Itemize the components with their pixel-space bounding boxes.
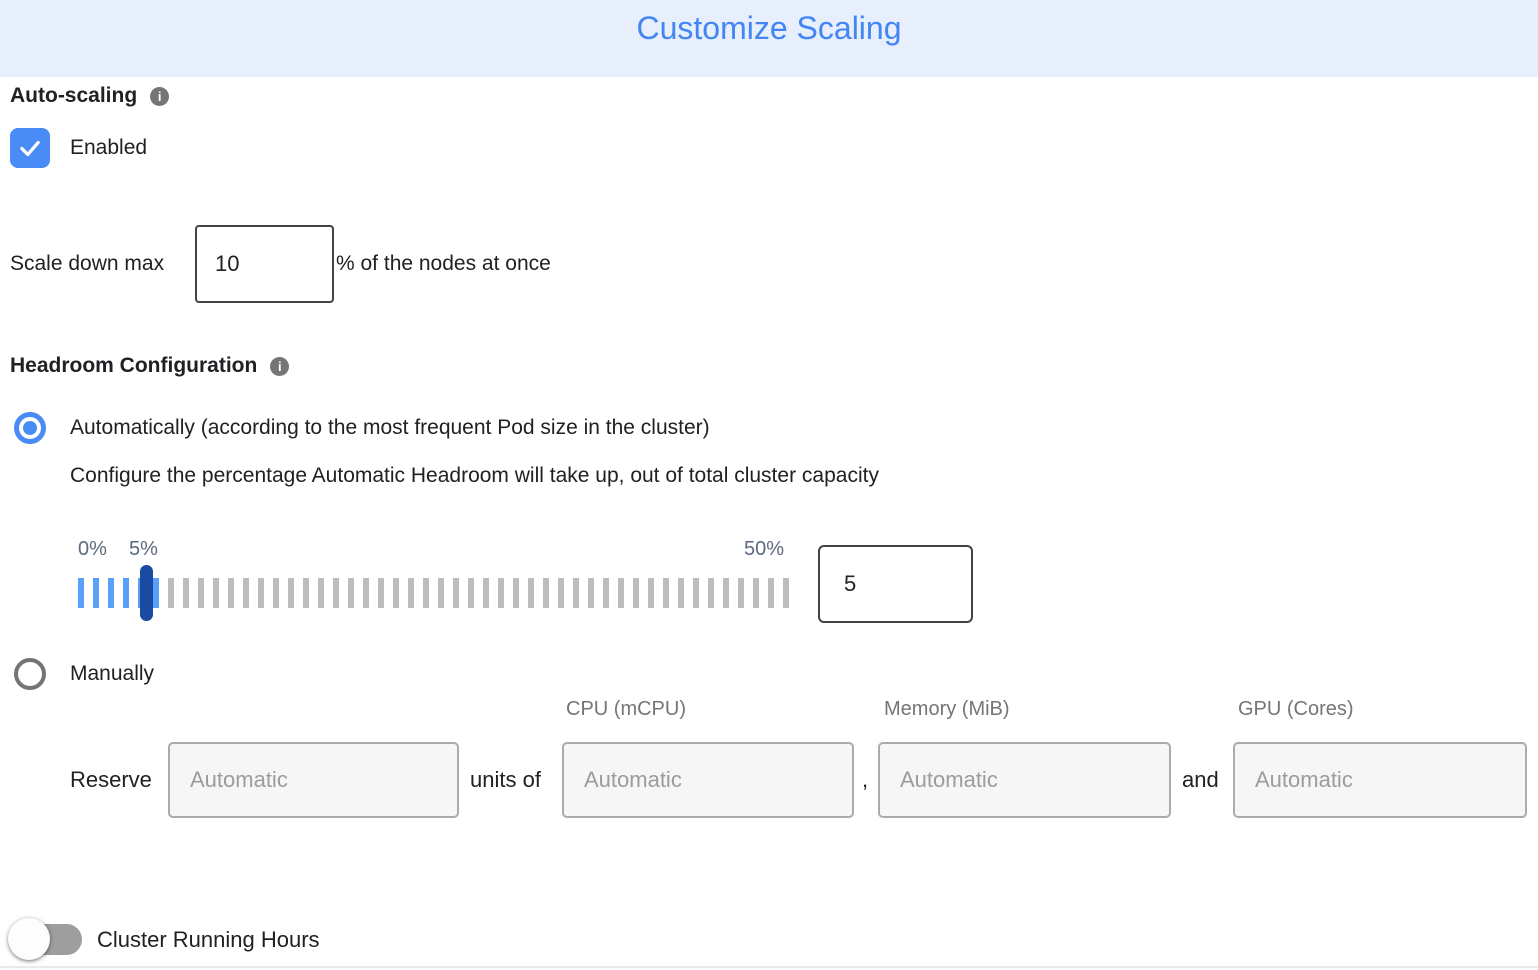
reserve-label: Reserve (70, 767, 152, 792)
slider-tick (423, 578, 429, 608)
column-header-gpu: GPU (Cores) (1238, 698, 1354, 720)
slider-tick (483, 578, 489, 608)
column-header-memory: Memory (MiB) (884, 698, 1010, 720)
slider-tick (348, 578, 354, 608)
slider-tick (243, 578, 249, 608)
slider-tick (588, 578, 594, 608)
and-separator: and (1182, 767, 1219, 792)
reserve-memory-input[interactable] (878, 742, 1171, 818)
cluster-running-hours-toggle[interactable] (8, 918, 82, 960)
slider-tick (573, 578, 579, 608)
slider-tick (468, 578, 474, 608)
slider-tick (363, 578, 369, 608)
slider-tick (393, 578, 399, 608)
slider-tick (723, 578, 729, 608)
slider-tick (513, 578, 519, 608)
slider-tick (648, 578, 654, 608)
autoscaling-section-header: Auto-scaling i (10, 84, 170, 108)
autoscaling-section-label: Auto-scaling (10, 84, 138, 107)
slider-tick (273, 578, 279, 608)
slider-tick (318, 578, 324, 608)
headroom-manually-radio[interactable] (14, 658, 46, 690)
headroom-percentage-input[interactable] (818, 545, 973, 623)
slider-tick (183, 578, 189, 608)
slider-tick (693, 578, 699, 608)
units-of-label: units of (470, 767, 541, 792)
manual-reserve-row: Reserve units of , and (0, 742, 1538, 818)
scale-down-suffix-label: % of the nodes at once (336, 252, 551, 275)
info-icon[interactable]: i (150, 86, 170, 106)
slider-tick (633, 578, 639, 608)
info-icon[interactable]: i (270, 356, 290, 376)
slider-tick (93, 578, 99, 608)
headroom-slider[interactable] (78, 565, 798, 621)
reserve-cpu-input[interactable] (562, 742, 854, 818)
headroom-automatic-label: Automatically (according to the most fre… (70, 416, 710, 439)
slider-tick (528, 578, 534, 608)
headroom-auto-description: Configure the percentage Automatic Headr… (70, 464, 879, 487)
cluster-running-hours-label: Cluster Running Hours (97, 926, 320, 952)
headroom-manually-label: Manually (70, 662, 155, 685)
slider-tick (258, 578, 264, 608)
slider-tick (153, 578, 159, 608)
slider-tick (738, 578, 744, 608)
slider-tick (198, 578, 204, 608)
slider-tick (558, 578, 564, 608)
slider-tick (618, 578, 624, 608)
slider-tick (708, 578, 714, 608)
slider-tick (378, 578, 384, 608)
slider-tick (678, 578, 684, 608)
slider-tick (438, 578, 444, 608)
slider-current-label: 5% (129, 538, 158, 560)
comma-separator: , (862, 767, 869, 792)
slider-tick (168, 578, 174, 608)
slider-tick (213, 578, 219, 608)
slider-tick (288, 578, 294, 608)
slider-handle[interactable] (140, 565, 153, 621)
headroom-section-label: Headroom Configuration (10, 354, 258, 377)
toggle-knob[interactable] (8, 918, 50, 960)
header-banner: Customize Scaling (0, 0, 1538, 77)
scale-down-prefix-label: Scale down max (10, 252, 165, 275)
slider-tick (453, 578, 459, 608)
slider-max-label: 50% (744, 538, 785, 560)
slider-tick (498, 578, 504, 608)
reserve-gpu-input[interactable] (1233, 742, 1527, 818)
slider-tick (108, 578, 114, 608)
column-header-cpu: CPU (mCPU) (566, 698, 686, 720)
slider-tick (123, 578, 129, 608)
slider-tick (768, 578, 774, 608)
slider-tick (303, 578, 309, 608)
slider-tick (78, 578, 84, 608)
slider-tick (783, 578, 789, 608)
bottom-divider (0, 966, 1538, 968)
scale-down-row: Scale down max % of the nodes at once (0, 225, 1538, 303)
slider-tick (603, 578, 609, 608)
slider-tick (333, 578, 339, 608)
headroom-section-header: Headroom Configuration i (10, 354, 290, 378)
slider-tick (753, 578, 759, 608)
slider-tick (543, 578, 549, 608)
page-title: Customize Scaling (636, 10, 902, 46)
checkmark-icon (20, 140, 40, 157)
reserve-units-input[interactable] (168, 742, 459, 818)
slider-tick (408, 578, 414, 608)
slider-min-label: 0% (78, 538, 107, 560)
scale-down-max-input[interactable] (195, 225, 334, 303)
slider-tick (663, 578, 669, 608)
autoscaling-enabled-checkbox[interactable] (10, 128, 50, 168)
autoscaling-enabled-label: Enabled (70, 136, 148, 159)
slider-tick (228, 578, 234, 608)
headroom-automatic-radio[interactable] (14, 412, 46, 444)
